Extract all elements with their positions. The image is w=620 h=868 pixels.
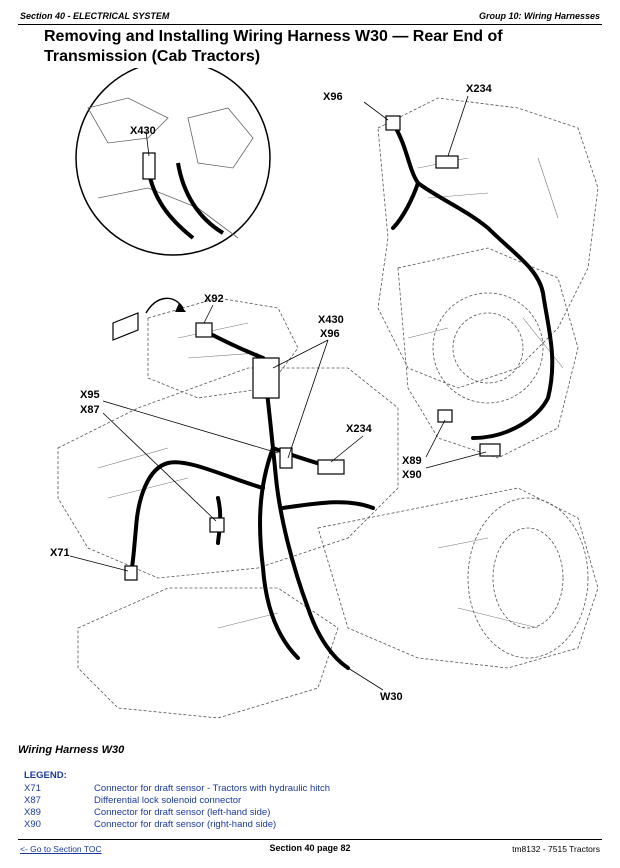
x430-connector	[252, 357, 280, 399]
callout-x89: X89	[402, 455, 422, 467]
page-footer: <- Go to Section TOC Section 40 page 82 …	[18, 839, 602, 856]
x234-mid-connector	[317, 459, 345, 475]
legend-description: Differential lock solenoid connector	[94, 795, 242, 806]
page-number: Section 40 page 82	[269, 843, 351, 853]
callout-x96-top: X96	[323, 91, 343, 103]
detail-circle-contents	[87, 97, 254, 239]
callout-x234-top: X234	[466, 83, 493, 95]
x90-connector	[479, 443, 501, 457]
legend-code: X71	[24, 783, 41, 794]
detail-circle	[75, 68, 271, 256]
callout-x92: X92	[204, 293, 224, 305]
legend-code: X87	[24, 795, 41, 806]
page-title: Removing and Installing Wiring Harness W…	[44, 28, 503, 65]
tractor-outline	[57, 97, 599, 719]
x96-top-connector	[385, 115, 401, 131]
x71-connector	[124, 565, 138, 581]
callout-x95: X95	[80, 389, 100, 401]
callout-x87: X87	[80, 404, 100, 416]
header-section: Section 40 - ELECTRICAL SYSTEM	[20, 11, 170, 21]
legend-item: X87 Differential lock solenoid connector	[24, 795, 330, 807]
x89-connector	[437, 409, 453, 423]
legend-code: X90	[24, 819, 41, 830]
callout-x430-detail: X430	[130, 125, 156, 137]
legend: LEGEND: X71 Connector for draft sensor -…	[24, 770, 330, 831]
x430-detail-connector	[142, 152, 156, 180]
callout-x430-mid: X430	[318, 314, 344, 326]
callout-x90: X90	[402, 469, 422, 481]
legend-code: X89	[24, 807, 41, 818]
removal-arrowhead	[175, 303, 186, 312]
page-header: Section 40 - ELECTRICAL SYSTEM Group 10:…	[18, 8, 602, 25]
leader-lines	[69, 95, 487, 691]
x92-connector	[195, 322, 213, 338]
x95-connector	[279, 447, 293, 469]
x234-top-connector	[435, 155, 459, 169]
figure-caption: Wiring Harness W30	[18, 744, 125, 756]
callout-x96-mid: X96	[320, 328, 340, 340]
legend-description: Connector for draft sensor (right-hand s…	[94, 819, 277, 830]
legend-description: Connector for draft sensor (left-hand si…	[94, 807, 271, 818]
callout-x71: X71	[50, 547, 70, 559]
legend-heading: LEGEND:	[24, 770, 67, 781]
connectors	[124, 115, 501, 581]
document-id: tm8132 - 7515 Tractors	[512, 844, 600, 854]
removed-cover	[112, 312, 139, 341]
harness-drawing: X430 X96 X234 X92 X430 X96 X95 X87 X234 …	[50, 68, 599, 719]
legend-item: X89 Connector for draft sensor (left-han…	[24, 807, 330, 819]
harness-illustration: X430 X96 X234 X92 X430 X96 X95 X87 X234 …	[18, 68, 602, 734]
go-to-section-toc-link[interactable]: <- Go to Section TOC	[20, 844, 102, 854]
legend-item: X71 Connector for draft sensor - Tractor…	[24, 783, 330, 795]
x87-connector	[209, 517, 225, 533]
header-group: Group 10: Wiring Harnesses	[479, 11, 600, 21]
legend-item: X90 Connector for draft sensor (right-ha…	[24, 819, 330, 831]
callout-x234-mid: X234	[346, 423, 373, 435]
legend-description: Connector for draft sensor - Tractors wi…	[94, 783, 331, 794]
callout-w30: W30	[380, 691, 403, 703]
